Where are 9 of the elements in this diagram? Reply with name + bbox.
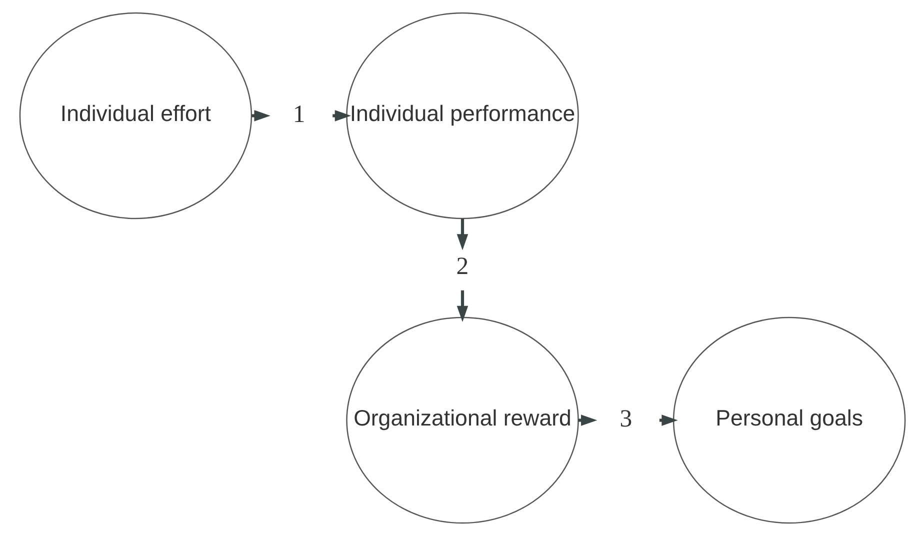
node-text: 2 xyxy=(456,253,468,280)
node-text: 1 xyxy=(292,100,305,128)
node-ellipse: Personal goals xyxy=(672,316,906,524)
node-text: 3 xyxy=(619,405,632,432)
arrow xyxy=(456,218,468,250)
node-ellipse: Individual performance xyxy=(346,12,578,220)
node-ellipse: Individual effort xyxy=(18,12,252,220)
node-ellipse: Organizational reward xyxy=(346,316,578,524)
arrow xyxy=(456,290,468,322)
